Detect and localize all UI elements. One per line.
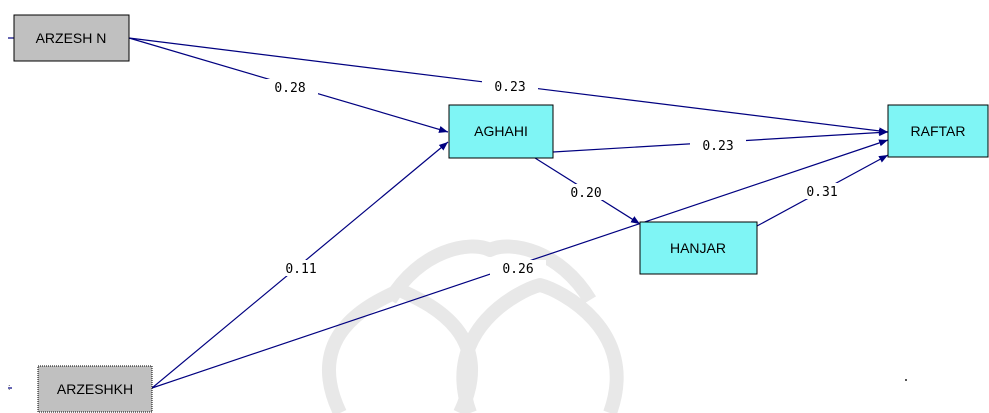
node-label-arzeshkh: ARZESHKH: [57, 381, 133, 397]
node-label-arzesh-n: ARZESH N: [36, 30, 107, 46]
coef-aghahi-to-raftar: 0.23: [702, 139, 733, 154]
coef-arzeshkh-to-aghahi: 0.11: [285, 262, 316, 277]
coefficients: 0.28 0.23 0.23 0.20 0.31 0.11 0.26: [262, 78, 850, 277]
coef-arzesh-n-to-aghahi: 0.28: [274, 81, 305, 96]
coef-arzesh-n-to-raftar: 0.23: [494, 80, 525, 95]
node-hanjar[interactable]: HANJAR: [639, 221, 758, 275]
coef-aghahi-to-hanjar: 0.20: [570, 186, 601, 201]
node-raftar[interactable]: RAFTAR: [887, 104, 989, 158]
node-arzeshkh[interactable]: ARZESHKH: [37, 365, 153, 413]
node-aghahi[interactable]: AGHAHI: [448, 104, 554, 159]
node-arzesh-n[interactable]: ARZESH N: [13, 14, 130, 62]
watermark-emblem: [321, 239, 624, 413]
coef-hanjar-to-raftar: 0.31: [806, 185, 837, 200]
stray-mark-right: [905, 379, 907, 381]
stray-mark-left: :: [8, 382, 11, 392]
node-label-hanjar: HANJAR: [670, 240, 726, 256]
node-label-aghahi: AGHAHI: [474, 123, 528, 139]
coef-arzeshkh-to-raftar: 0.26: [502, 262, 533, 277]
edges: [8, 37, 889, 389]
node-label-raftar: RAFTAR: [911, 123, 966, 139]
